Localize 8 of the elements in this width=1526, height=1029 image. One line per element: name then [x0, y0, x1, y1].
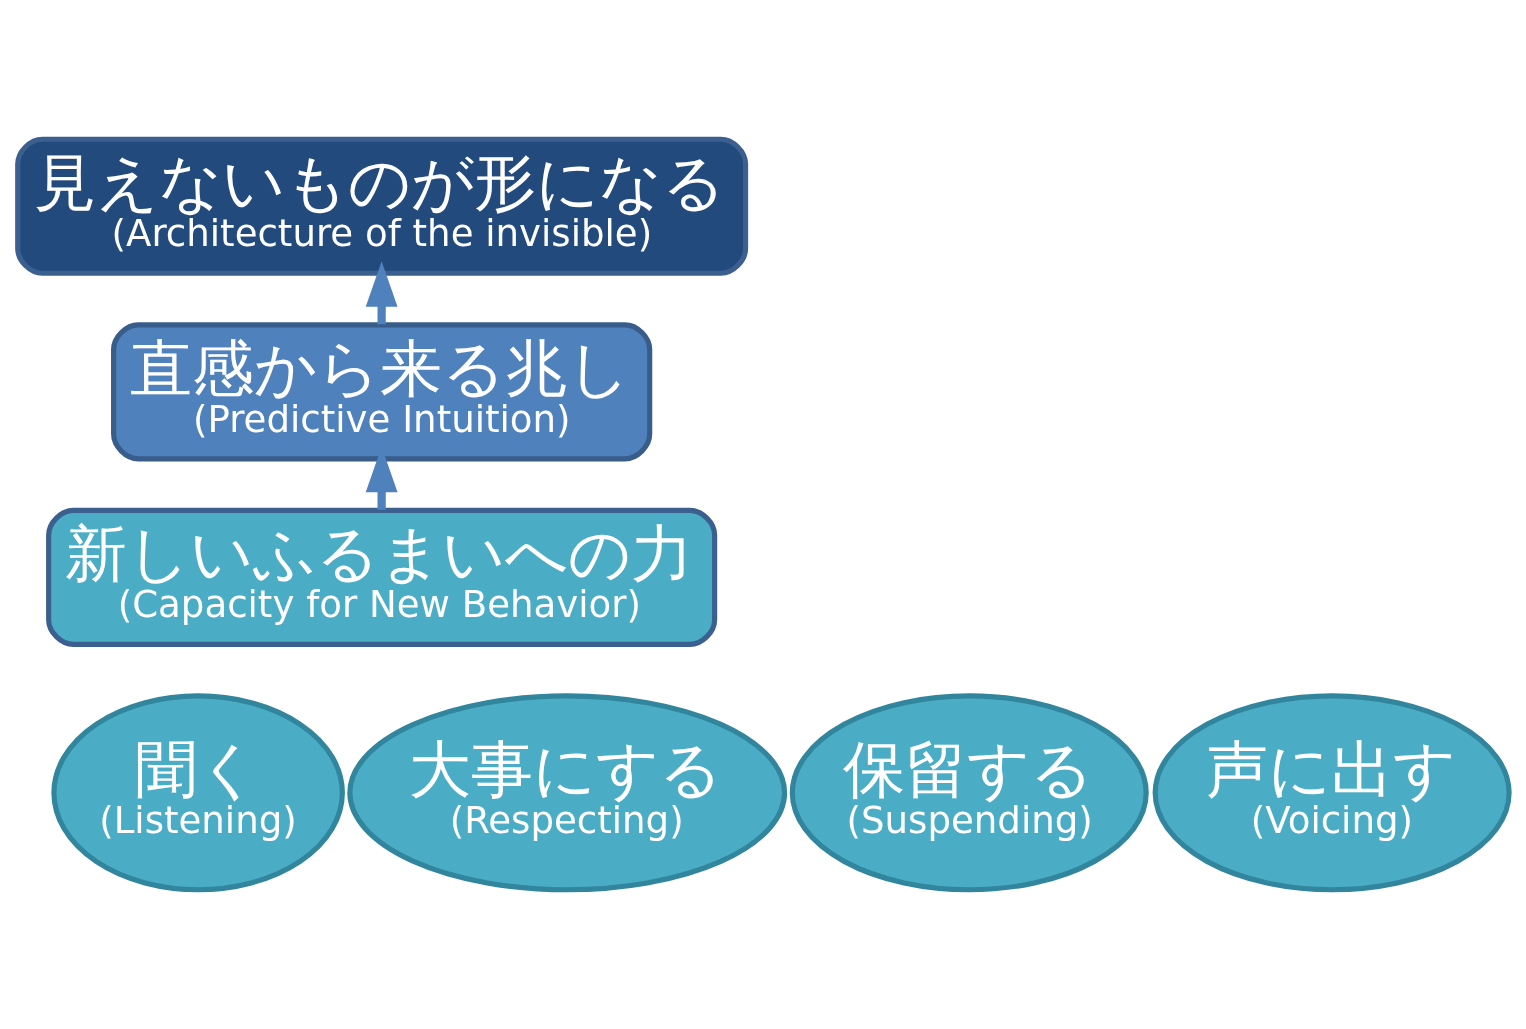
node-ellipse: 聞く (Listening) — [50, 693, 345, 893]
node-ellipse: 声に出す (Voicing) — [1152, 693, 1512, 893]
node-box: 見えないものが形になる (Architecture of the invisible) — [14, 136, 748, 276]
node-ellipse: 保留する (Suspending) — [789, 693, 1149, 893]
node-box: 新しいふるまいへの力 (Capacity for New Behavior) — [45, 507, 717, 647]
node-box: 直感から来る兆し (Predictive Intuition) — [110, 322, 652, 462]
arrow — [365, 261, 398, 325]
node-ellipse: 大事にする (Respecting) — [346, 693, 787, 893]
